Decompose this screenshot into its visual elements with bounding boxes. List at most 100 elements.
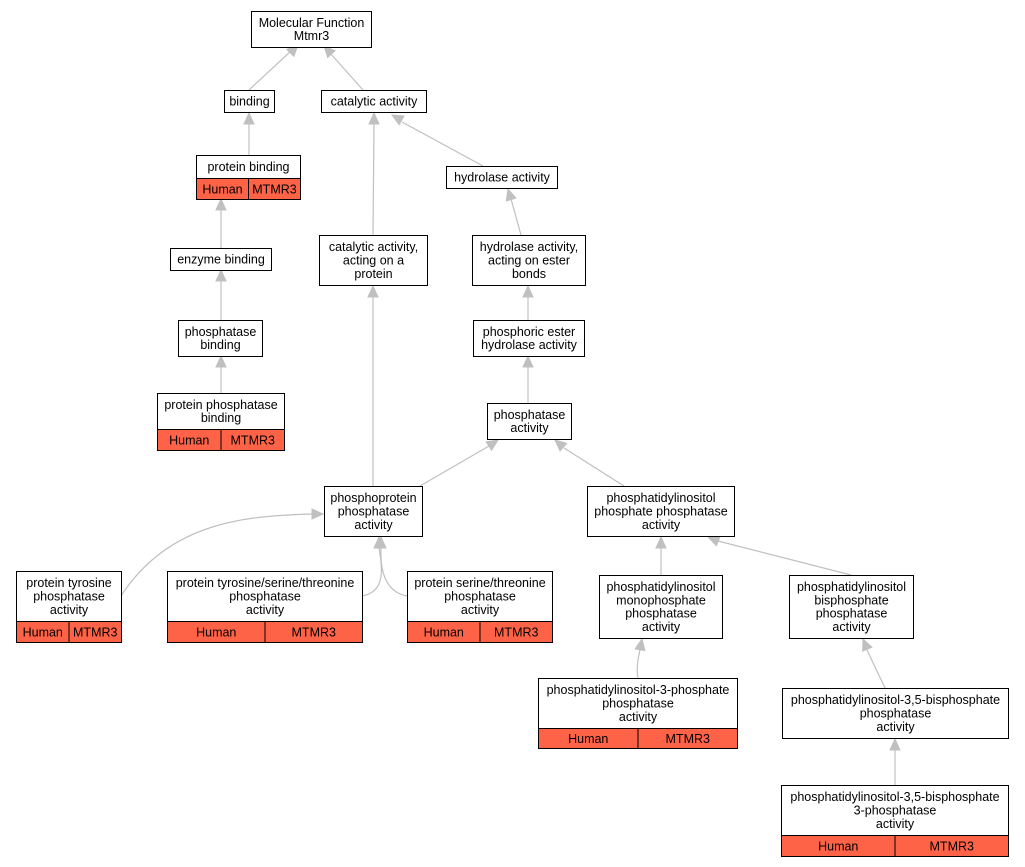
arrowhead-icon	[485, 439, 500, 452]
arrowhead-icon	[375, 535, 387, 549]
term-label-line: phosphoprotein	[330, 491, 416, 505]
term-node-ptp[interactable]: protein tyrosinephosphataseactivityHuman…	[16, 571, 122, 643]
edge-pi_bis-to-pi_phosphatase	[706, 535, 852, 576]
term-node-catalytic[interactable]: catalytic activity	[321, 90, 427, 113]
arrowhead-icon	[367, 284, 379, 298]
arrowhead-icon	[243, 111, 255, 125]
term-label-line: bonds	[512, 267, 546, 281]
term-label-line: phosphatase	[860, 707, 932, 721]
arrowhead-icon	[522, 284, 534, 298]
arrowhead-icon	[706, 535, 721, 547]
arrowhead-icon	[215, 354, 227, 368]
term-box	[170, 248, 272, 271]
term-label-line: Mtmr3	[294, 29, 329, 43]
term-label-line: activity	[50, 603, 89, 617]
term-label-line: phosphatase	[33, 590, 105, 604]
term-label-line: enzyme binding	[177, 253, 265, 267]
gene-cell	[68, 621, 122, 643]
edge-protein_binding-to-binding	[243, 111, 255, 155]
term-box	[599, 575, 723, 639]
term-box	[487, 403, 572, 440]
term-label-line: activity	[246, 603, 285, 617]
edge-hydro_ester-to-hydrolase	[505, 187, 522, 236]
term-node-pi35bp3p[interactable]: phosphatidylinositol-3,5-bisphosphate3-p…	[781, 785, 1009, 857]
term-label-line: phosphatidylinositol	[797, 580, 906, 594]
species-label: Human	[424, 626, 464, 640]
term-label-line: activity	[642, 518, 681, 532]
edge-phosphoprotein-to-phosphatase_activity	[419, 439, 500, 487]
term-box	[251, 11, 372, 48]
arrowhead-icon	[655, 535, 667, 549]
term-box	[789, 575, 914, 639]
species-label: Human	[818, 840, 858, 854]
gene-cell	[220, 429, 285, 451]
edge-line	[419, 445, 490, 487]
arrowhead-icon	[554, 439, 568, 452]
edge-pst-to-phosphoprotein	[375, 535, 408, 597]
term-label-line: activity	[619, 710, 658, 724]
term-node-pi35bp[interactable]: phosphatidylinositol-3,5-bisphosphatepho…	[782, 688, 1009, 739]
term-label-line: binding	[200, 338, 240, 352]
gene-cell	[264, 621, 363, 643]
term-node-pst[interactable]: protein serine/threoninephosphataseactiv…	[407, 571, 553, 643]
term-node-pi_mono[interactable]: phosphatidylinositolmonophosphatephospha…	[599, 575, 723, 639]
edges-layer	[120, 44, 901, 785]
term-label-line: phosphatidylinositol	[606, 580, 715, 594]
edge-phosphoprotein-to-cat_protein	[367, 284, 379, 486]
term-label-line: phosphatidylinositol	[606, 491, 715, 505]
edge-phosphoric_ester-to-hydro_ester	[522, 284, 534, 320]
edge-line	[717, 540, 852, 576]
term-label-line: phosphatase	[625, 607, 697, 621]
term-box	[178, 320, 263, 357]
term-label-line: Molecular Function	[259, 16, 365, 30]
term-node-ptyst[interactable]: protein tyrosine/serine/threoninephospha…	[167, 571, 363, 643]
arrowhead-icon	[215, 268, 227, 282]
term-box	[587, 486, 735, 537]
term-box	[321, 90, 427, 113]
term-label-line: hydrolase activity	[454, 171, 551, 185]
edge-binding-to-mf	[248, 44, 299, 91]
edge-phosphatase_activity-to-phosphoric_ester	[522, 354, 534, 403]
edge-pi35bp-to-pi_bis	[862, 637, 886, 689]
term-label-line: phosphatase	[816, 607, 888, 621]
species-label: Human	[169, 434, 209, 448]
edge-enzyme_binding-to-protein_binding	[215, 197, 227, 248]
term-node-binding[interactable]: binding	[224, 90, 275, 113]
term-node-hydrolase[interactable]: hydrolase activity	[446, 166, 558, 189]
species-label: Human	[568, 732, 608, 746]
term-label-line: phosphatase	[444, 590, 516, 604]
term-node-pi_bis[interactable]: phosphatidylinositolbisphosphatephosphat…	[789, 575, 914, 639]
edge-pi35bp3p-to-pi35bp	[889, 737, 901, 785]
term-label-line: phosphatase	[338, 505, 410, 519]
term-label-line: protein	[354, 267, 392, 281]
term-label-line: protein tyrosine/serine/threonine	[176, 576, 355, 590]
gene-label: MTMR3	[930, 840, 974, 854]
term-node-pi3p[interactable]: phosphatidylinositol-3-phosphatephosphat…	[538, 678, 738, 749]
term-label-line: protein serine/threonine	[414, 576, 545, 590]
term-box	[472, 235, 586, 286]
edge-hydrolase-to-catalytic	[390, 114, 484, 167]
arrowhead-icon	[862, 637, 873, 652]
term-box	[324, 486, 423, 537]
edge-line	[401, 121, 484, 167]
term-label-line: acting on ester	[488, 254, 570, 268]
arrowhead-icon	[390, 114, 405, 126]
term-node-enzyme_binding[interactable]: enzyme binding	[170, 248, 272, 271]
term-box	[446, 166, 558, 189]
arrowhead-icon	[323, 45, 336, 59]
gene-cell	[637, 728, 738, 749]
term-label-line: phosphoric ester	[483, 325, 575, 339]
edge-catalytic-to-mf	[323, 45, 364, 91]
term-label-line: 3-phosphatase	[854, 804, 937, 818]
gene-label: MTMR3	[494, 626, 538, 640]
